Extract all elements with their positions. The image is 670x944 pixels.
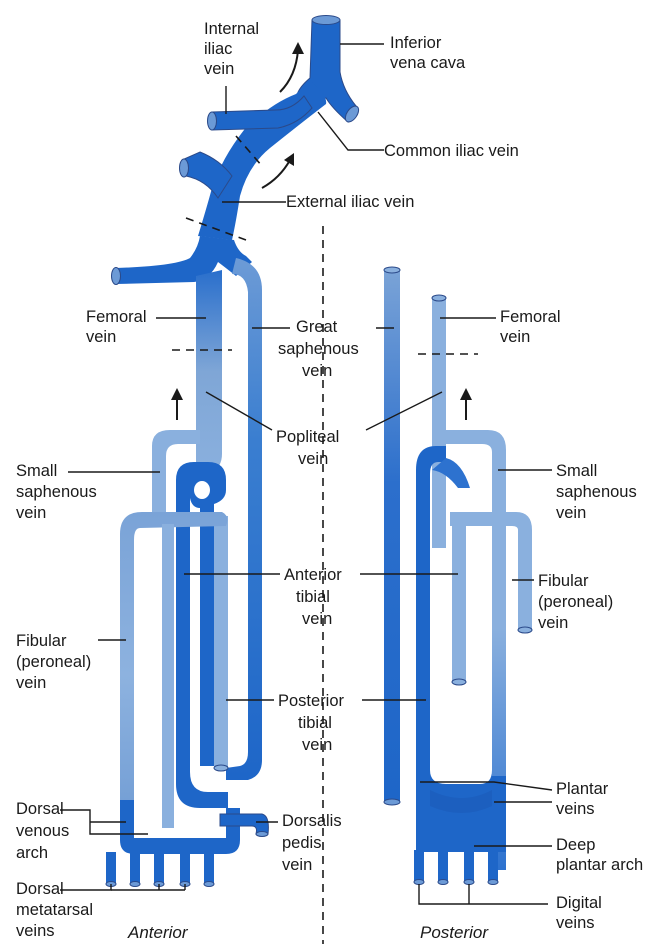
label-common-iliac: Common iliac vein [384, 142, 519, 160]
label-fibular-right: Fibular(peroneal)vein [538, 572, 613, 632]
great-saphenous-bottom-posterior [384, 799, 400, 805]
great-saphenous-vein-posterior [384, 270, 400, 802]
dorsal-metatarsal-veins [106, 852, 214, 887]
femoral-vein-posterior [432, 298, 446, 548]
anterior-tibial-loop-hole [194, 481, 210, 499]
digital-veins [414, 850, 498, 885]
dorsal-venous-arch [120, 800, 240, 854]
posterior-tibial-vein-anterior [214, 516, 228, 768]
great-saphenous-vein-anterior [226, 258, 262, 780]
great-saphenous-top-posterior [384, 267, 400, 273]
posterior-tibial-vein-posterior [452, 512, 466, 682]
posterior-tibial-end-anterior [214, 765, 228, 771]
vena-cava-top [312, 16, 340, 25]
femoral-top-posterior [432, 295, 446, 301]
fibular-inner-vein-anterior [162, 524, 174, 828]
label-fibular-left: Fibular(peroneal)vein [16, 632, 91, 692]
posterior-tibial-end-posterior [452, 679, 466, 685]
femoral-junction [116, 236, 252, 284]
internal-iliac-end [208, 112, 217, 130]
caption-posterior: Posterior [420, 923, 489, 942]
dorsalis-pedis-end [256, 832, 268, 837]
caption-anterior: Anterior [127, 923, 189, 942]
external-iliac-branch-end [180, 159, 189, 177]
label-external-iliac: External iliac vein [286, 193, 414, 211]
fibular-end-posterior [518, 627, 532, 633]
femoral-lateral-end [112, 268, 121, 285]
posterior-leg [384, 267, 532, 885]
